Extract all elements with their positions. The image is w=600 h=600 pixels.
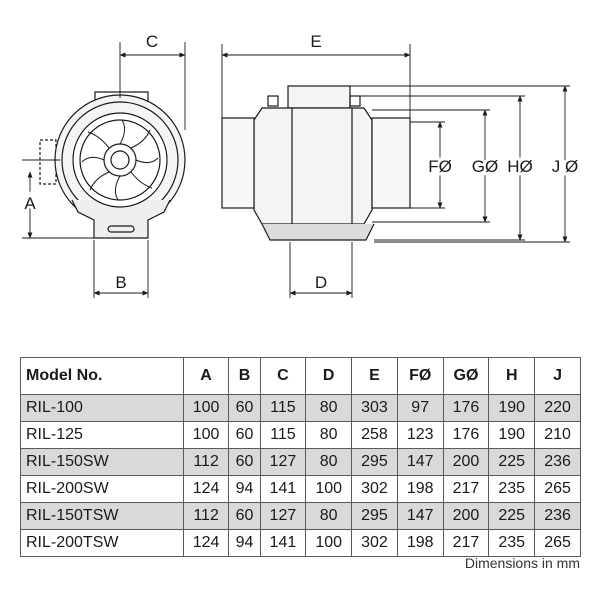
table-cell: 210 (534, 421, 581, 449)
dim-label-e: E (310, 32, 321, 51)
table-row: RIL-150TSW 112 60 127 80 295 147 200 225… (20, 502, 581, 530)
table-row: RIL-100 100 60 115 80 303 97 176 190 220 (20, 394, 581, 422)
table-cell: 225 (488, 502, 536, 530)
table-cell: 217 (442, 529, 490, 557)
table-cell: 198 (396, 529, 444, 557)
dim-label-a: A (24, 194, 36, 213)
table-cell: 236 (534, 502, 581, 530)
side-view (221, 85, 411, 241)
dimensions-table: Model No. A B C D E FØ GØ H J RIL-100 10… (20, 357, 581, 557)
column-header: H (488, 357, 536, 395)
table-cell: 198 (396, 475, 444, 503)
dim-label-b: B (115, 273, 126, 292)
column-header: Model No. (20, 357, 184, 395)
table-cell: 147 (396, 502, 444, 530)
model-cell: RIL-125 (20, 421, 184, 449)
column-header: GØ (442, 357, 490, 395)
table-cell: 147 (396, 448, 444, 476)
table-cell: 112 (182, 448, 230, 476)
table-cell: 302 (351, 475, 398, 503)
column-header: A (182, 357, 230, 395)
fan-dimension-drawing: C A B (22, 32, 579, 298)
table-cell: 190 (488, 421, 536, 449)
column-header: D (305, 357, 353, 395)
model-cell: RIL-200TSW (20, 529, 184, 557)
dim-label-f: FØ (428, 157, 452, 176)
table-row: RIL-200TSW 124 94 141 100 302 198 217 23… (20, 529, 581, 557)
table-header-row: Model No. A B C D E FØ GØ H J (20, 357, 581, 395)
column-header: E (351, 357, 398, 395)
dim-label-g: GØ (472, 157, 498, 176)
table-cell: 303 (351, 394, 398, 422)
table-cell: 100 (182, 394, 230, 422)
front-dimension-lines (22, 42, 186, 298)
table-cell: 225 (488, 448, 536, 476)
table-cell: 295 (351, 448, 398, 476)
table-cell: 235 (488, 529, 536, 557)
table-cell: 94 (228, 475, 261, 503)
dim-label-c: C (146, 32, 158, 51)
table-cell: 60 (228, 448, 261, 476)
table-cell: 302 (351, 529, 398, 557)
table-cell: 141 (259, 475, 307, 503)
table-cell: 141 (259, 529, 307, 557)
table-cell: 124 (182, 475, 230, 503)
column-header: J (534, 357, 581, 395)
table-cell: 235 (488, 475, 536, 503)
table-cell: 124 (182, 529, 230, 557)
table-cell: 217 (442, 475, 490, 503)
table-cell: 97 (396, 394, 444, 422)
table-cell: 100 (182, 421, 230, 449)
table-cell: 190 (488, 394, 536, 422)
table-cell: 258 (351, 421, 398, 449)
front-view (39, 91, 186, 239)
table-cell: 176 (442, 394, 490, 422)
table-cell: 60 (228, 394, 261, 422)
model-cell: RIL-150TSW (20, 502, 184, 530)
table-cell: 80 (305, 448, 353, 476)
table-cell: 265 (534, 529, 581, 557)
table-cell: 100 (305, 529, 353, 557)
table-cell: 60 (228, 502, 261, 530)
table-cell: 200 (442, 448, 490, 476)
table-cell: 295 (351, 502, 398, 530)
table-cell: 200 (442, 502, 490, 530)
table-cell: 127 (259, 502, 307, 530)
table-cell: 60 (228, 421, 261, 449)
table-cell: 80 (305, 421, 353, 449)
table-cell: 94 (228, 529, 261, 557)
table-cell: 115 (259, 421, 307, 449)
table-cell: 80 (305, 394, 353, 422)
table-cell: 80 (305, 502, 353, 530)
model-cell: RIL-100 (20, 394, 184, 422)
side-dimension-lines (221, 44, 570, 298)
table-cell: 220 (534, 394, 581, 422)
table-row: RIL-200SW 124 94 141 100 302 198 217 235… (20, 475, 581, 503)
column-header: FØ (396, 357, 444, 395)
dim-label-j: J Ø (552, 157, 578, 176)
table-cell: 112 (182, 502, 230, 530)
table-cell: 176 (442, 421, 490, 449)
table-cell: 265 (534, 475, 581, 503)
dim-label-d: D (315, 273, 327, 292)
column-header: B (228, 357, 261, 395)
table-cell: 236 (534, 448, 581, 476)
units-footnote: Dimensions in mm (464, 555, 580, 571)
model-cell: RIL-150SW (20, 448, 184, 476)
column-header: C (259, 357, 307, 395)
table-cell: 100 (305, 475, 353, 503)
table-cell: 123 (396, 421, 444, 449)
table-cell: 115 (259, 394, 307, 422)
table-row: RIL-150SW 112 60 127 80 295 147 200 225 … (20, 448, 581, 476)
model-cell: RIL-200SW (20, 475, 184, 503)
table-row: RIL-125 100 60 115 80 258 123 176 190 21… (20, 421, 581, 449)
table-cell: 127 (259, 448, 307, 476)
dim-label-h: HØ (507, 157, 533, 176)
